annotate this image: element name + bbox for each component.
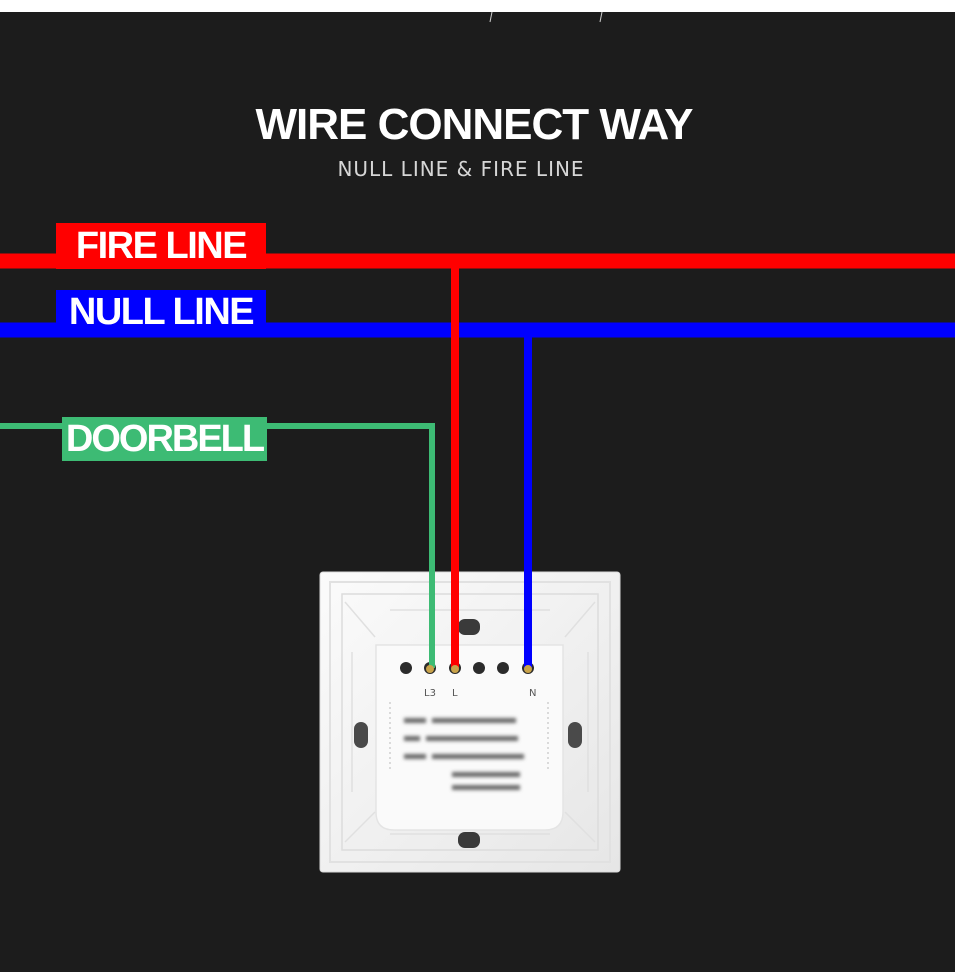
left-mount-hole — [354, 722, 368, 748]
top-slot — [458, 619, 480, 635]
right-mount-hole — [568, 722, 582, 748]
wiring-svg: L3 L N — [0, 12, 955, 873]
bottom-slot — [458, 832, 480, 848]
terminal-label-n: N — [529, 688, 536, 699]
diagram-background: L3 L N WIRE CONNECT WAY NULL LINE & FIRE… — [0, 12, 955, 972]
blurred-spec-text — [404, 718, 524, 790]
terminal-label-l: L — [452, 688, 458, 699]
page-subtitle: NULL LINE & FIRE LINE — [337, 157, 585, 181]
page-title: WIRE CONNECT WAY — [255, 100, 693, 149]
fire-line-label: FIRE LINE — [56, 223, 266, 269]
null-line-label: NULL LINE — [56, 290, 266, 335]
switch-back-plate — [319, 571, 621, 873]
decor-stroke-right — [599, 12, 603, 23]
decor-stroke-left — [489, 12, 493, 23]
doorbell-label: DOORBELL — [62, 417, 267, 461]
terminal-label-l3: L3 — [424, 688, 436, 699]
wire-terminal-tips — [426, 665, 532, 673]
